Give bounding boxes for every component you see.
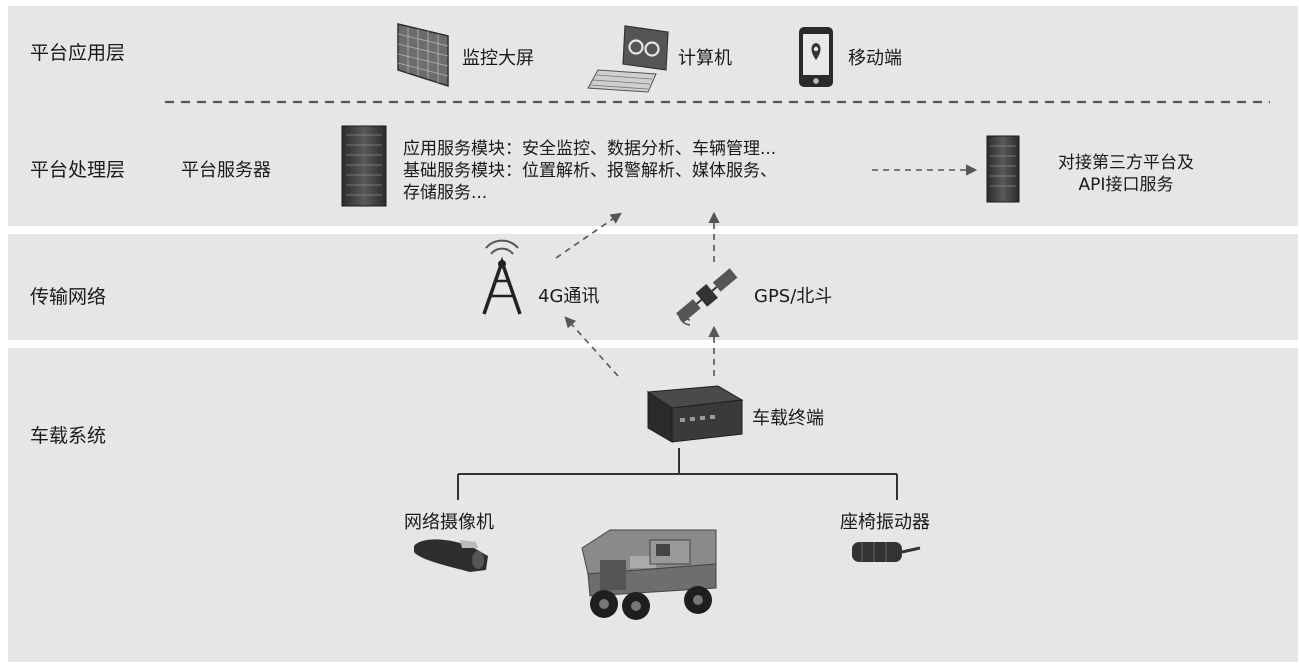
arrow-4g-to-server	[555, 212, 622, 259]
monitor-wall-icon	[397, 23, 449, 88]
layer-label-vehicle: 车载系统	[30, 425, 107, 447]
computer-icon	[587, 25, 669, 93]
mining-truck-icon	[581, 529, 717, 620]
arrow-terminal-to-4g	[564, 316, 619, 377]
server-modules: 应用服务模块：安全监控、数据分析、车辆管理... 基础服务模块：位置解析、报警解…	[403, 138, 777, 204]
label-monitor-wall: 监控大屏	[462, 48, 534, 69]
third-party-line1: 对接第三方平台及	[1058, 153, 1194, 173]
label-network-camera: 网络摄像机	[404, 512, 494, 533]
app-modules-line: 应用服务模块：安全监控、数据分析、车辆管理...	[403, 139, 777, 159]
third-party-line2: API接口服务	[1078, 175, 1174, 195]
label-platform-server: 平台服务器	[181, 160, 271, 181]
network-camera-icon	[414, 539, 488, 572]
layer-label-application: 平台应用层	[30, 42, 126, 64]
label-seat-vibrator: 座椅振动器	[840, 512, 930, 533]
label-gps: GPS/北斗	[754, 286, 833, 307]
platform-server-icon	[341, 125, 387, 207]
layer-label-processing: 平台处理层	[30, 159, 126, 181]
band-transport	[8, 234, 1298, 340]
satellite-icon	[676, 268, 738, 326]
third-party-server-icon	[986, 135, 1020, 203]
cell-tower-icon	[482, 239, 522, 315]
layer-label-transport: 传输网络	[30, 286, 107, 308]
seat-vibrator-icon	[852, 542, 921, 562]
label-mobile: 移动端	[848, 48, 902, 69]
label-4g: 4G通讯	[538, 286, 600, 307]
storage-line: 存储服务...	[403, 183, 488, 203]
vehicle-terminal-icon	[646, 385, 744, 443]
base-modules-line: 基础服务模块：位置解析、报警解析、媒体服务、	[403, 161, 777, 181]
third-party-label: 对接第三方平台及 API接口服务	[1036, 152, 1216, 196]
mobile-icon	[799, 27, 833, 87]
label-vehicle-terminal: 车载终端	[752, 408, 824, 429]
label-computer: 计算机	[678, 48, 732, 69]
